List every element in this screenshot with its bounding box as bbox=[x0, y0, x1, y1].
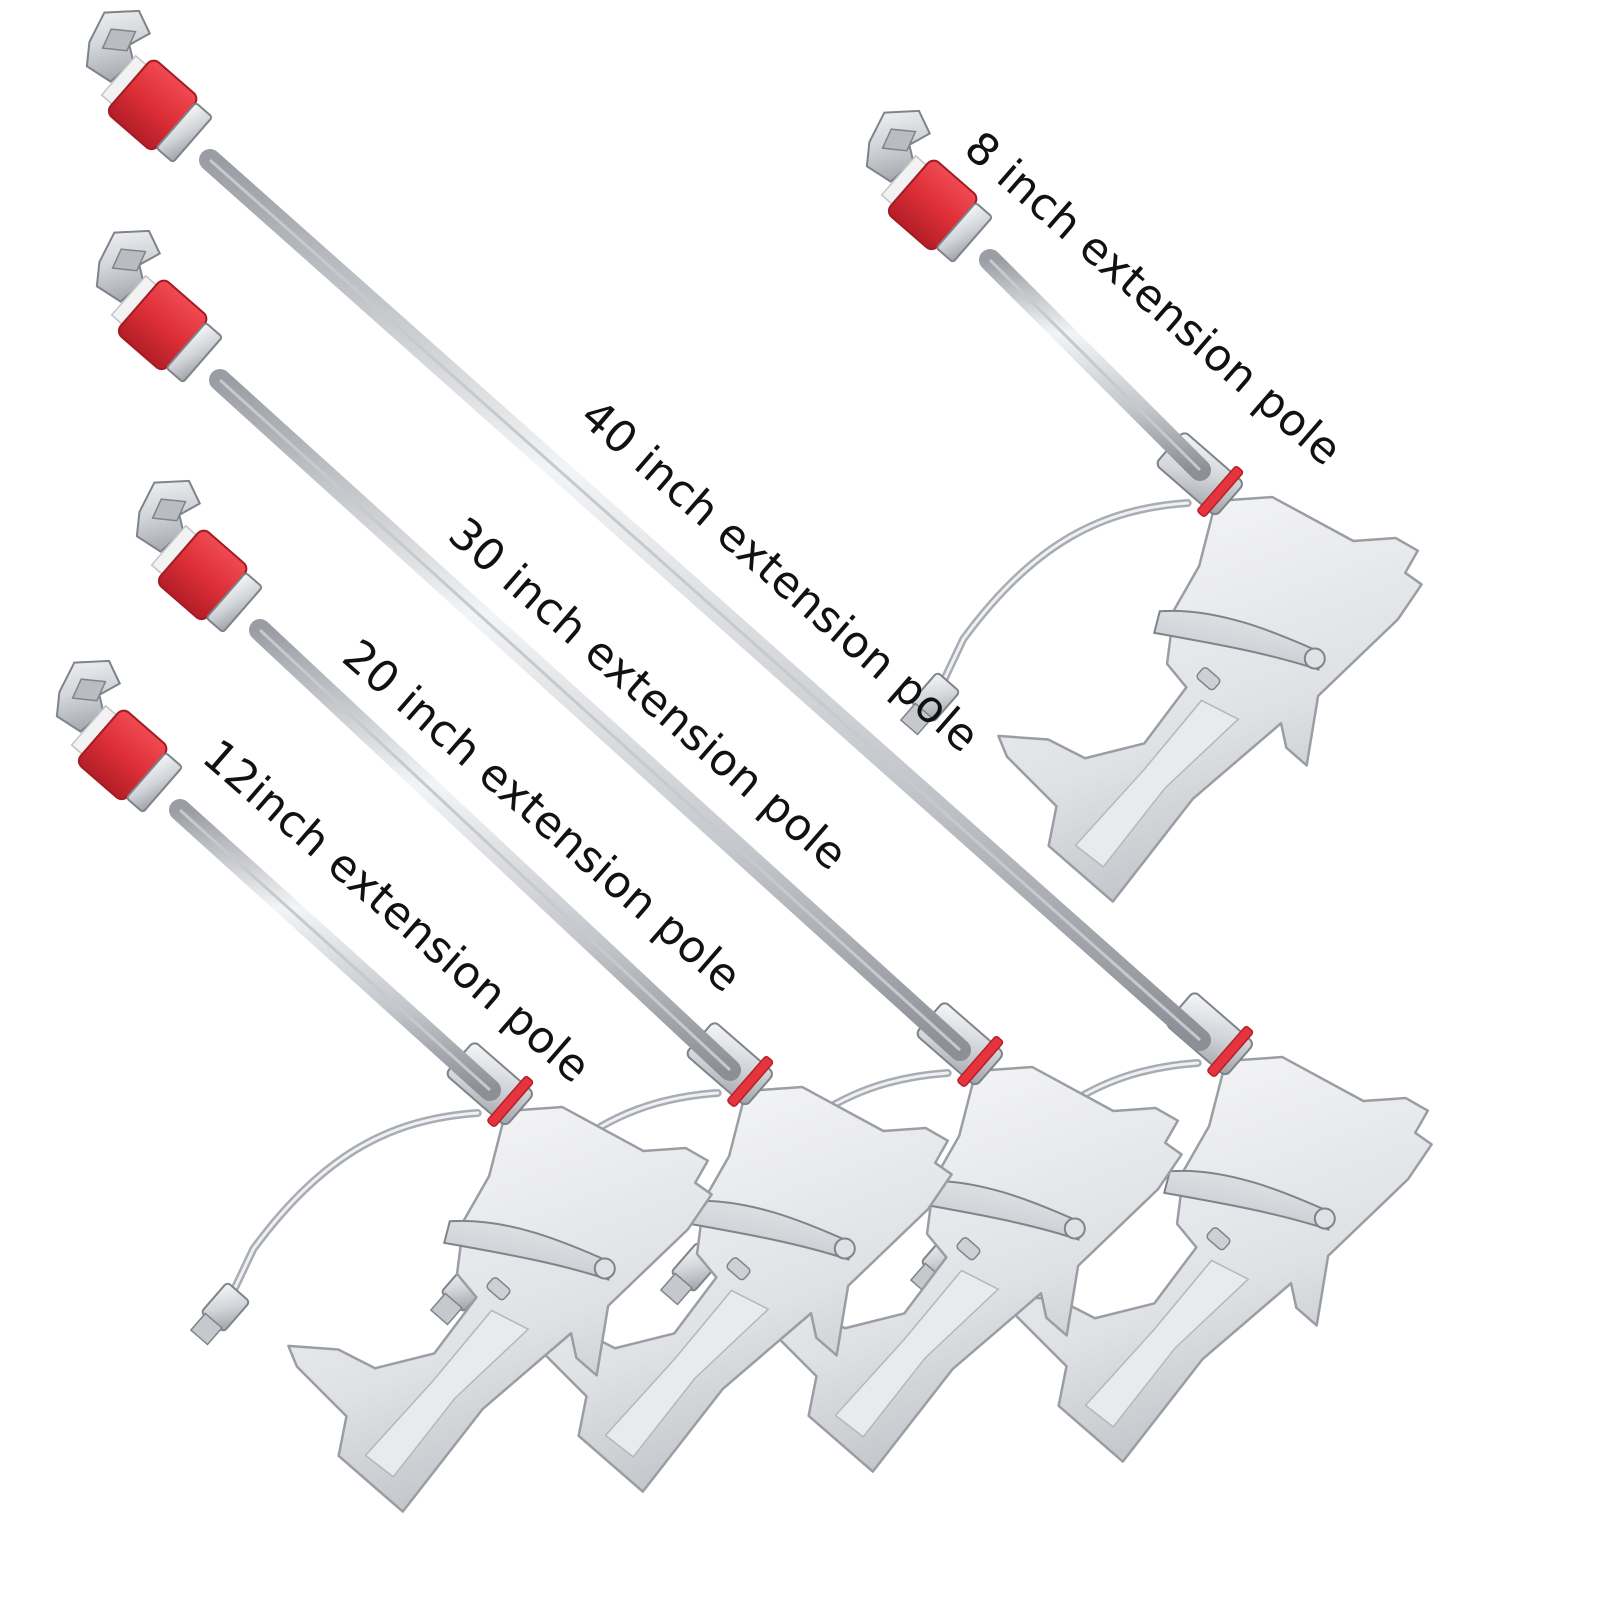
nozzle-tip-icon bbox=[64, 213, 245, 388]
spray-gun-30-inch bbox=[64, 213, 1221, 1510]
nozzle-tip-icon bbox=[24, 643, 205, 818]
nozzle-tip-icon bbox=[54, 0, 235, 168]
nozzle-tip-icon bbox=[104, 463, 285, 638]
spray-gun-8-inch bbox=[834, 93, 1461, 940]
spray-gun-40-inch bbox=[54, 0, 1471, 1501]
spray-gun-12-inch bbox=[24, 643, 751, 1550]
spray-gun-20-inch bbox=[104, 463, 991, 1530]
